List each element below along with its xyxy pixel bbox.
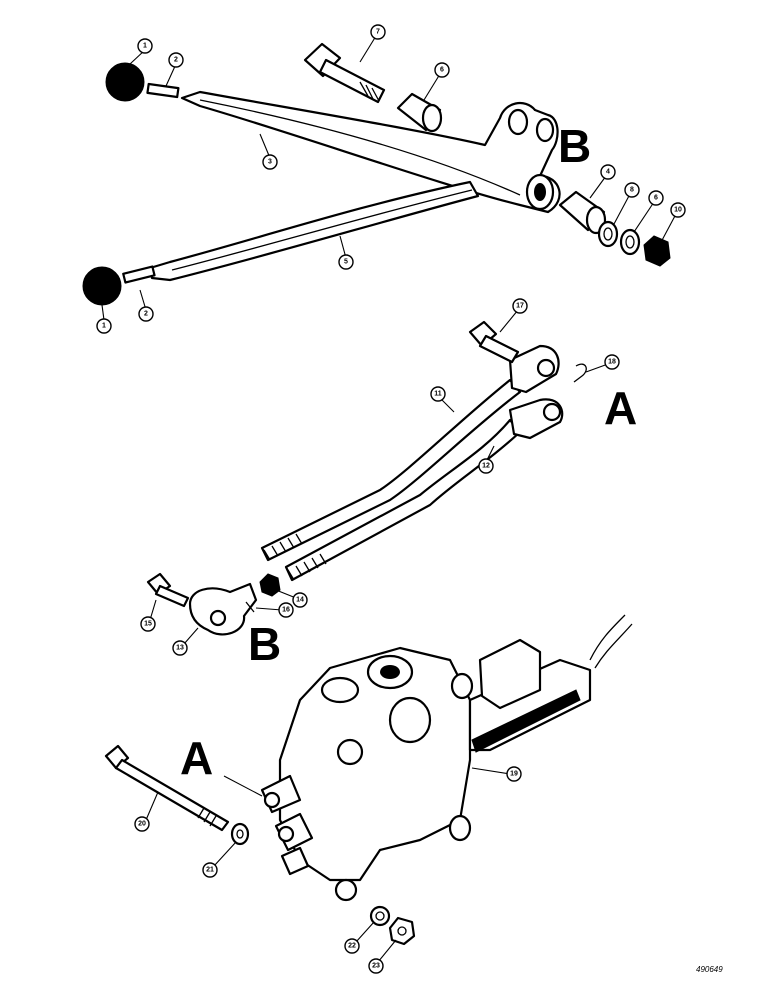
svg-text:11: 11 <box>434 391 442 398</box>
callout-13: 13 <box>172 640 188 656</box>
svg-text:1: 1 <box>102 323 106 330</box>
callout-1-upper: 1 <box>137 38 153 54</box>
svg-text:2: 2 <box>144 311 148 318</box>
nut-14 <box>259 573 281 597</box>
callout-10: 10 <box>670 202 686 218</box>
letter-b-top: B <box>558 120 591 172</box>
svg-text:3: 3 <box>268 159 272 166</box>
lever-5 <box>148 180 480 282</box>
letter-a-mid: A <box>604 382 637 434</box>
svg-text:18: 18 <box>608 359 616 366</box>
callout-17: 17 <box>512 298 528 314</box>
letter-b-mid: B <box>248 618 281 670</box>
stud-2-upper <box>146 82 180 99</box>
callout-7: 7 <box>370 24 386 40</box>
bolt-7 <box>303 42 386 104</box>
svg-text:10: 10 <box>674 207 682 214</box>
nut-10 <box>643 235 671 267</box>
pin-18 <box>573 363 587 383</box>
knob-1-lower <box>82 266 122 306</box>
callout-6b: 6 <box>648 190 664 206</box>
callout-16: 16 <box>278 602 294 618</box>
callout-15: 15 <box>140 616 156 632</box>
svg-text:22: 22 <box>348 943 356 950</box>
rod-assembly <box>260 320 587 582</box>
callout-14: 14 <box>292 592 308 608</box>
svg-text:12: 12 <box>482 463 490 470</box>
svg-text:21: 21 <box>206 867 214 874</box>
callout-1-lower: 1 <box>96 318 112 334</box>
bushing-6 <box>396 92 443 133</box>
washer-8 <box>597 220 619 248</box>
leader-lines <box>101 35 677 963</box>
pin-16 <box>245 601 255 613</box>
knob-1-upper <box>105 62 145 102</box>
svg-text:17: 17 <box>516 303 524 310</box>
svg-text:13: 13 <box>176 645 184 652</box>
washer-6 <box>619 228 641 256</box>
valve-assembly <box>260 614 633 902</box>
svg-text:6: 6 <box>654 195 658 202</box>
svg-text:23: 23 <box>372 963 380 970</box>
clevis-13-group <box>146 572 281 636</box>
callout-22: 22 <box>344 938 360 954</box>
callout-8: 8 <box>624 182 640 198</box>
bolt-17 <box>468 320 520 364</box>
callout-23: 23 <box>368 958 384 974</box>
callout-2-upper: 2 <box>168 52 184 68</box>
washer-21 <box>230 822 250 846</box>
svg-text:16: 16 <box>282 607 290 614</box>
svg-text:8: 8 <box>630 187 634 194</box>
callout-4: 4 <box>600 164 616 180</box>
svg-text:1: 1 <box>143 43 147 50</box>
svg-text:4: 4 <box>606 169 610 176</box>
callout-19: 19 <box>506 766 522 782</box>
callout-11: 11 <box>430 386 446 402</box>
svg-text:6: 6 <box>440 67 444 74</box>
svg-text:19: 19 <box>510 771 518 778</box>
figure-code: 490649 <box>696 965 723 974</box>
callout-6: 6 <box>434 62 450 78</box>
svg-text:5: 5 <box>344 259 348 266</box>
callout-12: 12 <box>478 458 494 474</box>
letter-a-bottom: A <box>180 732 213 784</box>
nut-23 <box>388 916 416 946</box>
callout-2-lower: 2 <box>138 306 154 322</box>
clevis-13 <box>188 582 258 636</box>
callout-20: 20 <box>134 816 150 832</box>
callouts: 1 2 3 7 6 4 8 6 <box>96 24 686 974</box>
svg-text:2: 2 <box>174 57 178 64</box>
washer-22 <box>369 905 391 927</box>
callout-18: 18 <box>604 354 620 370</box>
bushing-4 <box>558 190 607 235</box>
callout-3: 3 <box>262 154 278 170</box>
bolt-20 <box>104 744 230 832</box>
svg-text:15: 15 <box>144 621 152 628</box>
callout-21: 21 <box>202 862 218 878</box>
callout-5: 5 <box>338 254 354 270</box>
stud-2-lower <box>122 265 156 284</box>
lever-3 <box>180 90 561 214</box>
lever-assembly <box>82 42 671 306</box>
svg-text:7: 7 <box>376 29 380 36</box>
svg-text:20: 20 <box>138 821 146 828</box>
rod-11 <box>260 378 522 562</box>
svg-text:14: 14 <box>296 597 304 604</box>
